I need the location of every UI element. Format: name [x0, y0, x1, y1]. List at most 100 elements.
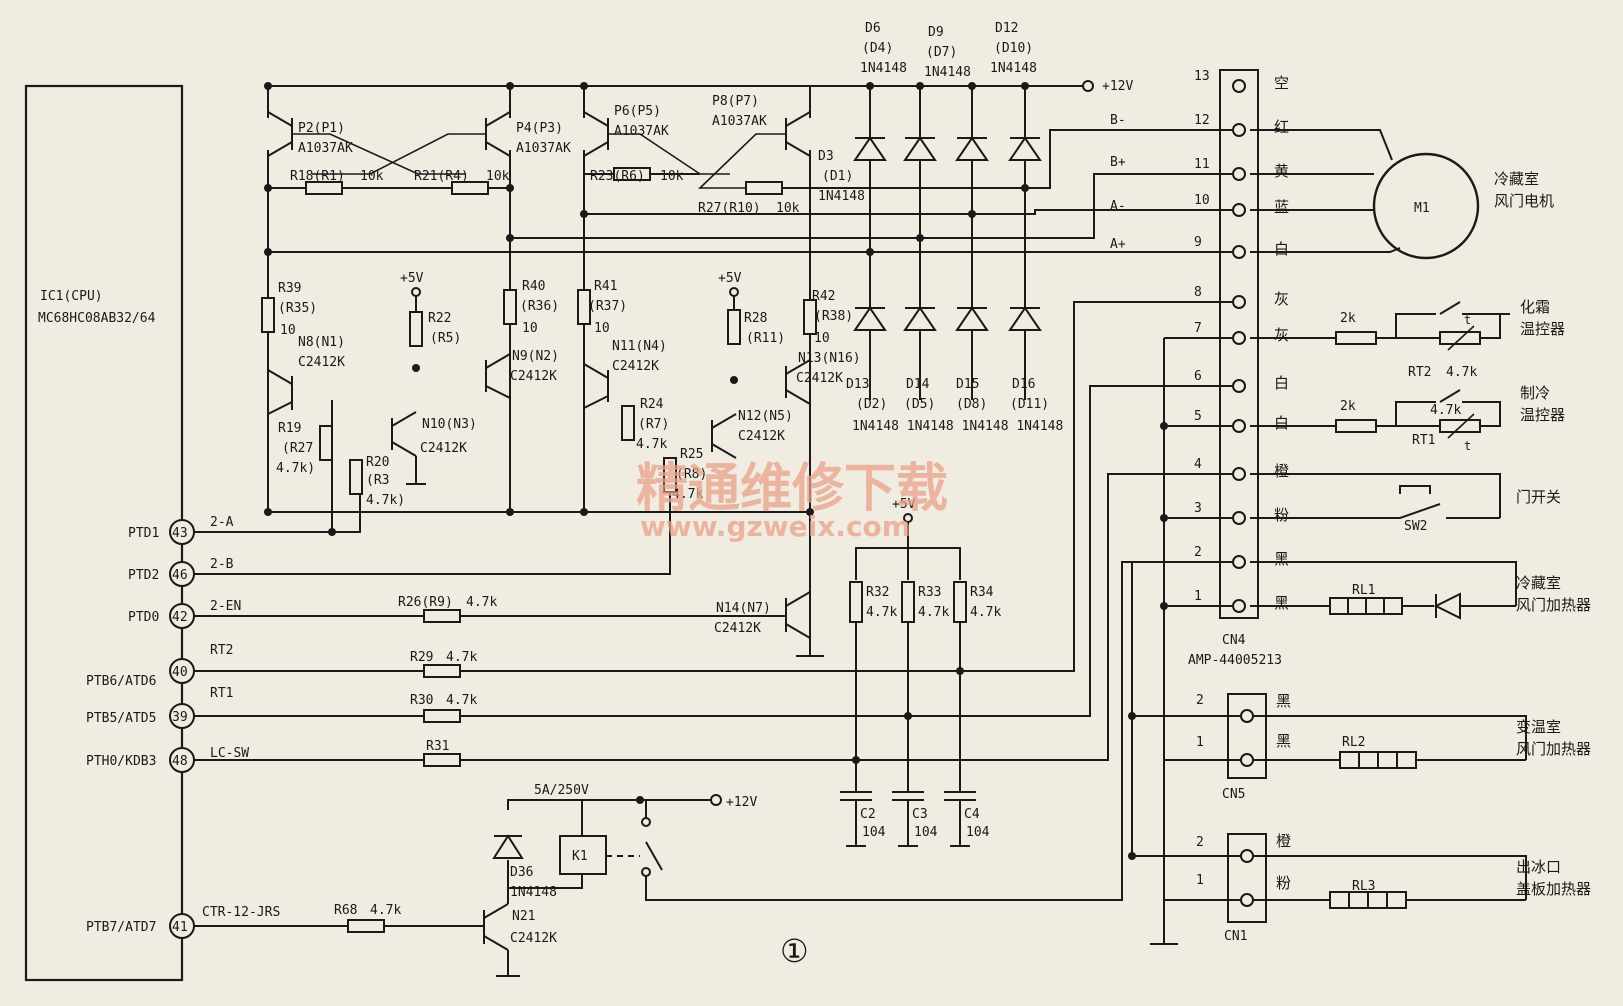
cn4-wire-color: 红 — [1274, 118, 1289, 136]
junction-dot — [412, 364, 420, 372]
r34-ref: R34 — [970, 585, 994, 600]
junction-dot — [730, 376, 738, 384]
cn4-pin-hole — [1232, 331, 1246, 345]
transistor-n8: N8(N1) C2412K — [267, 335, 345, 415]
n9-ref: N9(N2) — [512, 349, 559, 364]
connector-cn1: 2 1 橙 粉 CN1 RL3 出冰口 盖板加热器 — [1132, 832, 1591, 944]
junction-dot — [968, 82, 976, 90]
n12-part: C2412K — [738, 429, 785, 444]
d12-ref: D12 — [995, 21, 1018, 36]
cn4-pin-hole — [1232, 555, 1246, 569]
junction-dot — [1128, 712, 1136, 720]
d3-ref: D3 — [818, 149, 834, 164]
p6-ref: P6(P5) — [614, 104, 661, 119]
ic1-pins: 43 PTD1 2-A 46 PTD2 2-B 42 PTD0 2-EN 40 … — [86, 515, 280, 939]
pin-ptb6: 40 PTB6/ATD6 RT2 — [86, 643, 233, 689]
r29-ref: R29 — [410, 650, 433, 665]
d13-ref: D13 — [846, 377, 869, 392]
r40-ref: R40 — [522, 279, 545, 294]
transistor-n13: N13(N16) C2412K — [785, 351, 861, 405]
resistor-r40 — [503, 289, 517, 325]
r27-ref: R27(R10) — [698, 201, 761, 216]
t-symbol-2: t — [1464, 439, 1471, 453]
r27-val: 10k — [776, 201, 800, 216]
d14-ref: D14 — [906, 377, 930, 392]
cn4-pin-number: 3 — [1194, 501, 1202, 516]
r19-val: 4.7k) — [276, 461, 315, 476]
cn4-pin-hole — [1232, 203, 1246, 217]
net-label: 2-B — [210, 557, 234, 572]
relay-rating: 5A/250V — [534, 783, 589, 798]
r32-val: 4.7k — [866, 605, 897, 620]
junction-dot — [264, 82, 272, 90]
cn5-pin-2: 2 — [1196, 693, 1204, 708]
cn5-ref: CN5 — [1222, 787, 1245, 802]
pnp-transistors: P2(P1) A1037AK P4(P3) A1037AK P6(P5) A10… — [267, 94, 811, 157]
cn4-pin-number: 8 — [1194, 285, 1202, 300]
r20-alt: (R3 — [366, 473, 389, 488]
r23-ref: R23(R6) — [590, 169, 645, 184]
motor-label-2: 风门电机 — [1494, 192, 1554, 210]
resistor-r23 — [613, 167, 651, 181]
junction-dot — [506, 234, 514, 242]
pin-num: 39 — [172, 710, 188, 725]
resistor-r20 — [349, 459, 363, 495]
transistor-n9: N9(N2) C2412K — [485, 349, 559, 399]
resistor-r42 — [803, 299, 817, 335]
r23-val: 10k — [660, 169, 684, 184]
junction-dot — [1160, 422, 1168, 430]
r26-val: 4.7k — [466, 595, 497, 610]
junction-dot — [1160, 602, 1168, 610]
d13-alt: (D2) — [856, 397, 887, 412]
cooling-label-2: 温控器 — [1520, 406, 1565, 424]
cn4-wire-color: 空 — [1274, 74, 1289, 92]
c4-ref: C4 — [964, 807, 980, 822]
motor-label-1: 冷藏室 — [1494, 170, 1539, 188]
resistor-r31 — [423, 753, 461, 767]
rl1-label-1: 冷藏室 — [1516, 574, 1561, 592]
r29-val: 4.7k — [446, 650, 477, 665]
transistor-p8: P8(P7) A1037AK — [712, 94, 811, 157]
r20-ref: R20 — [366, 455, 389, 470]
defrost-thermostat: 2k t RT2 4.7k 化霜 温控器 — [1250, 298, 1565, 380]
net-label: RT2 — [210, 643, 233, 658]
pin-num: 46 — [172, 568, 188, 583]
junction-dot — [506, 508, 514, 516]
c2-val: 104 — [862, 825, 886, 840]
npn-transistors: N8(N1) C2412K N9(N2) C2412K N10(N3) C241… — [267, 335, 861, 977]
r20-val: 4.7k) — [366, 493, 405, 508]
cn4-pin-number: 7 — [1194, 321, 1202, 336]
diode-d14 — [903, 306, 937, 331]
cn5-pin-1: 1 — [1196, 735, 1204, 750]
r24-ref: R24 — [640, 397, 664, 412]
n8-part: C2412K — [298, 355, 345, 370]
r41-val: 10 — [594, 321, 610, 336]
d15-alt: (D8) — [956, 397, 987, 412]
pin-ptb7: 41 PTB7/ATD7 CTR-12-JRS — [86, 905, 280, 939]
transistor-p6: P6(P5) A1037AK — [583, 104, 669, 157]
cooling-thermostat: 2k t RT1 4.7k 制冷 温控器 — [1250, 384, 1565, 453]
cn4-pin-hole — [1232, 599, 1246, 613]
pin-ptb5: 39 PTB5/ATD5 RT1 — [86, 686, 233, 729]
r22-ref: R22 — [428, 311, 451, 326]
diode-d16 — [1008, 306, 1042, 331]
relay-v12-label: +12V — [726, 795, 757, 810]
r24-alt: (R7) — [638, 417, 669, 432]
r32-ref: R32 — [866, 585, 889, 600]
ic1-ref: IC1(CPU) — [40, 289, 103, 304]
defrost-label-1: 化霜 — [1520, 298, 1550, 316]
n13-part: C2412K — [796, 371, 843, 386]
t-symbol-1: t — [1464, 313, 1471, 327]
r68-val: 4.7k — [370, 903, 401, 918]
r19-alt: (R27 — [282, 441, 313, 456]
capacitor-c2: C2 104 — [840, 791, 886, 847]
r28-alt: (R11) — [746, 331, 785, 346]
pin-name: PTD1 — [128, 526, 159, 541]
rl3-label-2: 盖板加热器 — [1516, 880, 1591, 898]
pin-ptd1: 43 PTD1 2-A — [128, 515, 234, 545]
p4-ref: P4(P3) — [516, 121, 563, 136]
cn4-pin-number: 5 — [1194, 409, 1202, 424]
cn4-wire-color: 黑 — [1274, 550, 1289, 568]
d3-part: 1N4148 — [818, 189, 865, 204]
phase-b-plus: B+ — [1110, 155, 1126, 170]
